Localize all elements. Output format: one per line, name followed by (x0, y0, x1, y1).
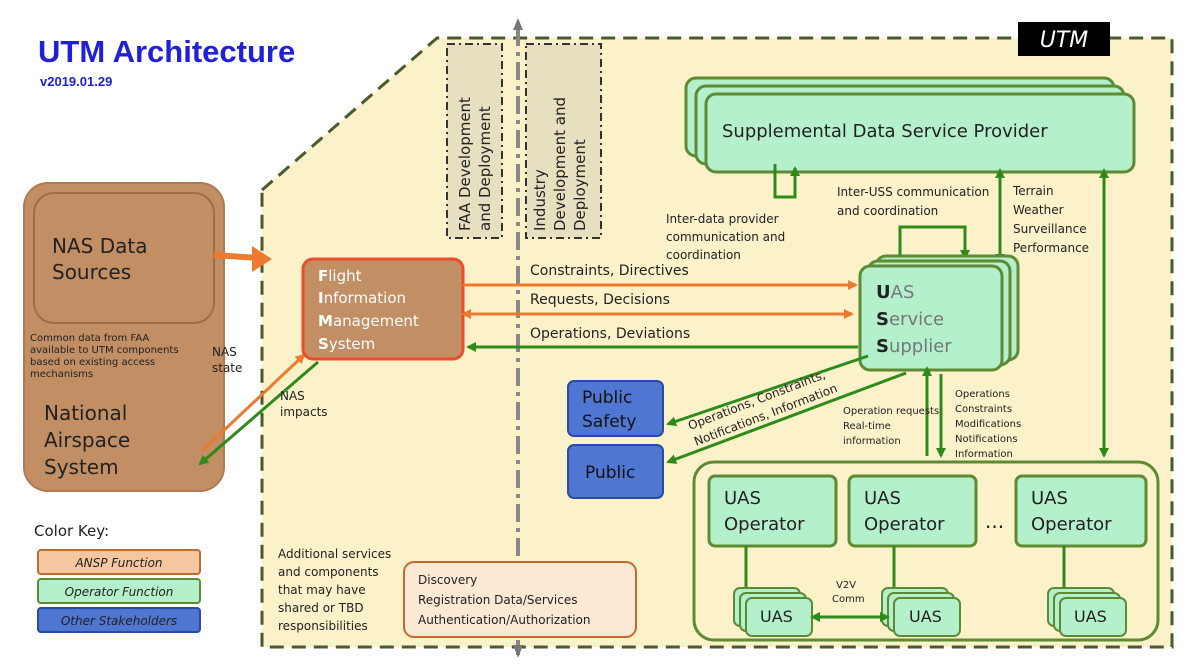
divider-top-cap (513, 18, 523, 30)
page-title: UTM Architecture (38, 34, 295, 69)
industry-dev-box (525, 43, 602, 239)
nas-data-sources-label: NAS Data Sources (52, 234, 154, 284)
nas-state-arrow (201, 353, 306, 452)
divider-bottom-cap (513, 645, 523, 658)
version-label: v2019.01.29 (40, 74, 112, 89)
color-key-operator-label: Operator Function (65, 585, 174, 599)
uas-operator-label-1: UAS Operator (724, 488, 805, 535)
color-key-title: Color Key: (34, 522, 109, 540)
utm-tag-box (1018, 22, 1110, 56)
industry-dev-label: Industry Development and Deployment (531, 92, 589, 231)
inter-data-label: Inter-data provider communication and co… (666, 212, 789, 262)
additional-services-label: Additional services and components that … (278, 547, 395, 633)
v2v-label: V2V Comm (832, 580, 865, 605)
color-key-ansp-swatch (37, 549, 201, 575)
uas-label-1: UAS (760, 607, 793, 626)
uss-self-loop (898, 225, 970, 264)
terrain-weather-label: Terrain Weather Surveillance Performance (1012, 184, 1090, 255)
uas-operator-box-3 (1014, 474, 1148, 548)
uss-public-arrow (666, 371, 907, 464)
color-key-operator-swatch (37, 578, 201, 604)
color-key-ansp-label: ANSP Function (74, 556, 162, 570)
uas-operator-label-2: UAS Operator (864, 488, 945, 535)
color-key-stakeholder-label: Other Stakeholders (61, 614, 177, 628)
sdsp-label: Supplemental Data Service Provider (722, 121, 1048, 142)
discovery-label: Discovery Registration Data/Services Aut… (418, 573, 591, 627)
nas-state-label: NAS state (212, 345, 242, 375)
nas-impacts-arrow (198, 360, 319, 466)
nas-data-sources-box (33, 192, 215, 324)
ops-list-label: Operations Constraints Modifications Not… (955, 389, 1024, 460)
fims-label: Flight Information Management System (318, 267, 424, 353)
operations-label: Operations, Deviations (530, 326, 690, 342)
public-box (567, 444, 664, 499)
uss-label: UAS Service Supplier (876, 282, 952, 357)
uas-label-3: UAS (1074, 607, 1107, 626)
operator-ellipsis: ... (985, 509, 1004, 533)
uas-operator-box-2 (847, 474, 978, 548)
inter-uss-label: Inter-USS communication and coordination (837, 185, 993, 218)
constraints-label: Constraints, Directives (530, 263, 689, 279)
discovery-box (403, 561, 637, 638)
sdsp-self-loop (773, 164, 800, 199)
national-airspace-label: National Airspace System (44, 401, 137, 479)
uss-public-safety-arrow (666, 354, 869, 427)
requests-label: Requests, Decisions (530, 292, 670, 308)
sdsp-box (704, 92, 1136, 174)
uas-box-2 (893, 597, 961, 637)
uas-operator-label-3: UAS Operator (1031, 488, 1112, 535)
public-label: Public (585, 463, 635, 483)
op-requests-label: Operation requests Real-time information (843, 406, 942, 447)
faa-dev-box (446, 43, 503, 239)
uas-operator-box-1 (707, 474, 838, 548)
public-safety-box (567, 380, 664, 437)
faa-dev-label: FAA Development and Deployment (456, 92, 494, 231)
public-safety-label: Public Safety (582, 388, 638, 432)
nas-data-feed-arrow (213, 252, 259, 261)
nas-impacts-label: NAS impacts (280, 389, 328, 419)
color-key-stakeholder-swatch (37, 607, 201, 633)
uas-box-3 (1059, 597, 1127, 637)
nas-data-note: Common data from FAA available to UTM co… (30, 333, 182, 380)
nas-data-feed-arrowhead (252, 246, 272, 272)
utm-tag: UTM (1040, 28, 1089, 53)
uas-label-2: UAS (909, 607, 942, 626)
